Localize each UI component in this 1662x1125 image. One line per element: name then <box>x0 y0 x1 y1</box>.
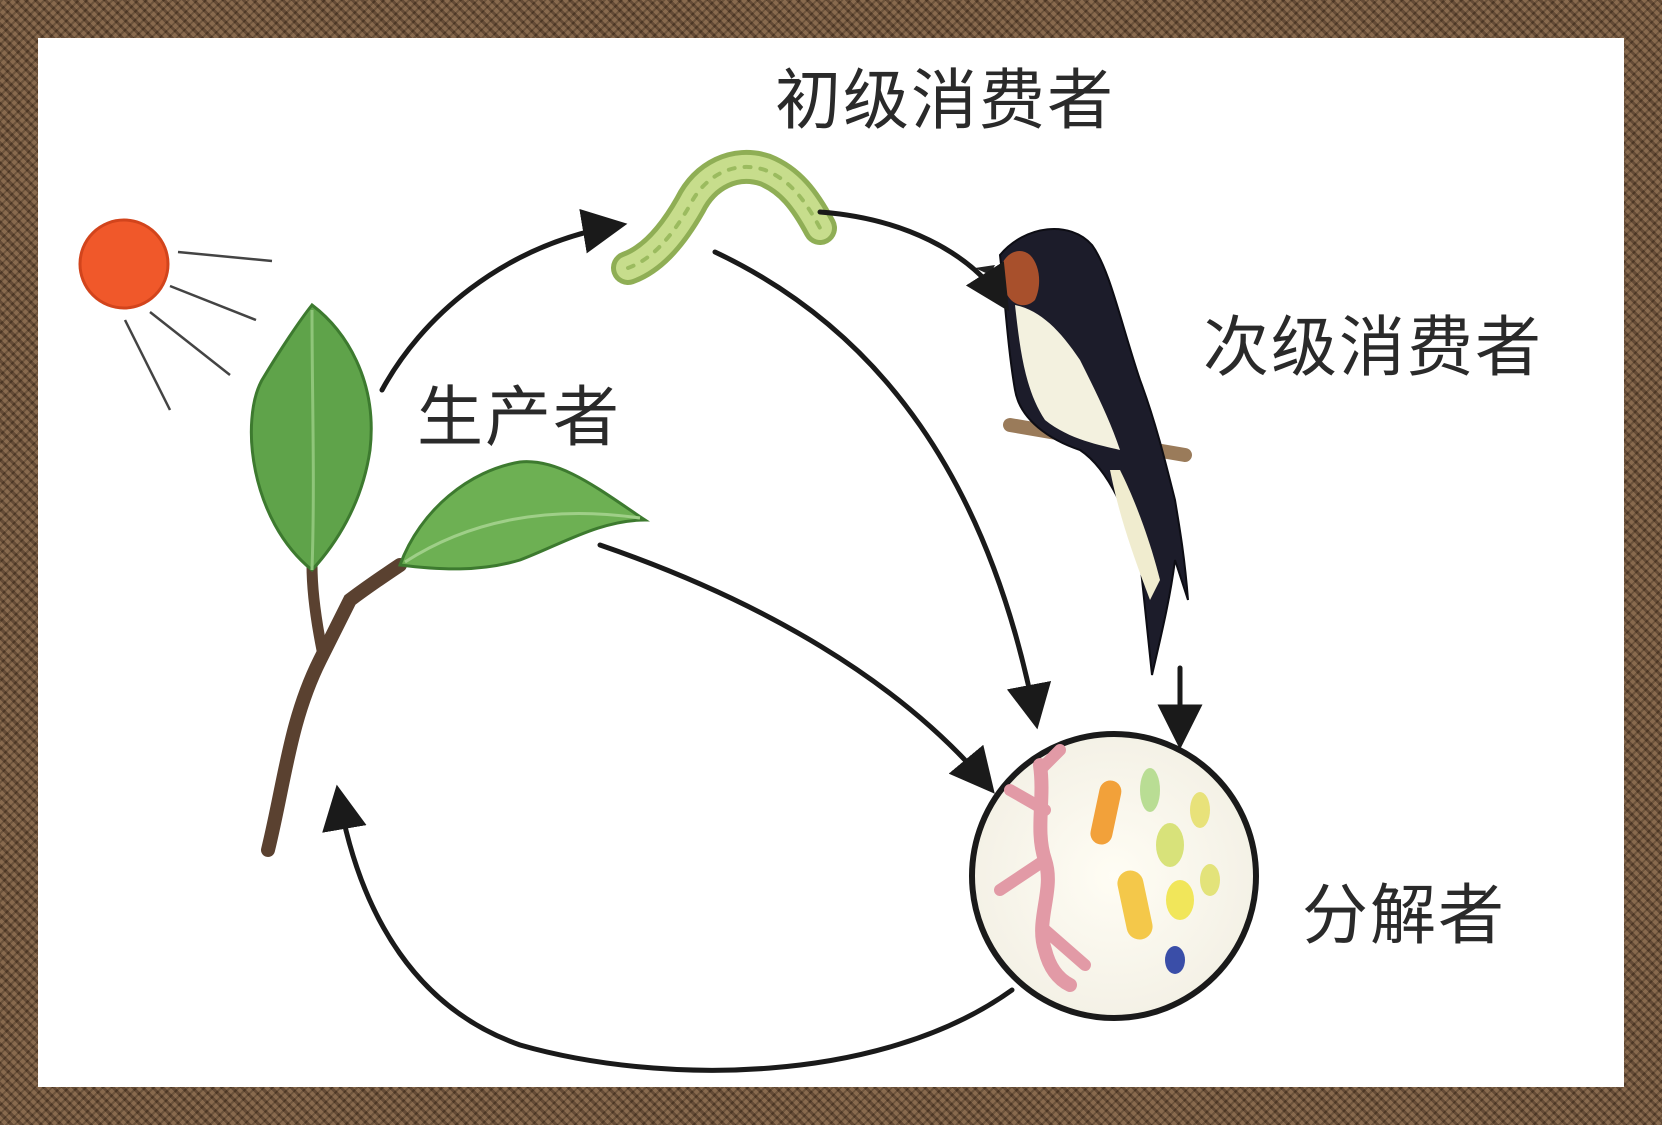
primary-consumer-label: 初级消费者 <box>775 62 1115 139</box>
arrow-primary-to-decomposer <box>712 249 1052 730</box>
microbes-circle-icon <box>969 731 1259 1021</box>
arrow-producer-to-primary <box>379 208 628 393</box>
flow-arrows <box>322 208 1203 1073</box>
arrow-primary-to-secondary <box>817 209 1010 312</box>
arrow-decomposer-to-producer <box>322 784 1015 1073</box>
producer-label: 生产者 <box>417 379 621 456</box>
secondary-consumer-label: 次级消费者 <box>1203 309 1543 386</box>
sun-icon <box>78 218 273 411</box>
plant-branch-icon <box>249 302 650 857</box>
sun-ray <box>169 284 257 322</box>
swallow-bird-icon <box>975 228 1192 676</box>
sun-ray <box>177 250 273 263</box>
sun-ray <box>149 311 231 376</box>
sun-ray <box>123 319 172 411</box>
caterpillar-icon <box>611 149 837 285</box>
arrow-producer-to-decomposer <box>597 542 995 794</box>
decomposer-label: 分解者 <box>1302 877 1506 954</box>
